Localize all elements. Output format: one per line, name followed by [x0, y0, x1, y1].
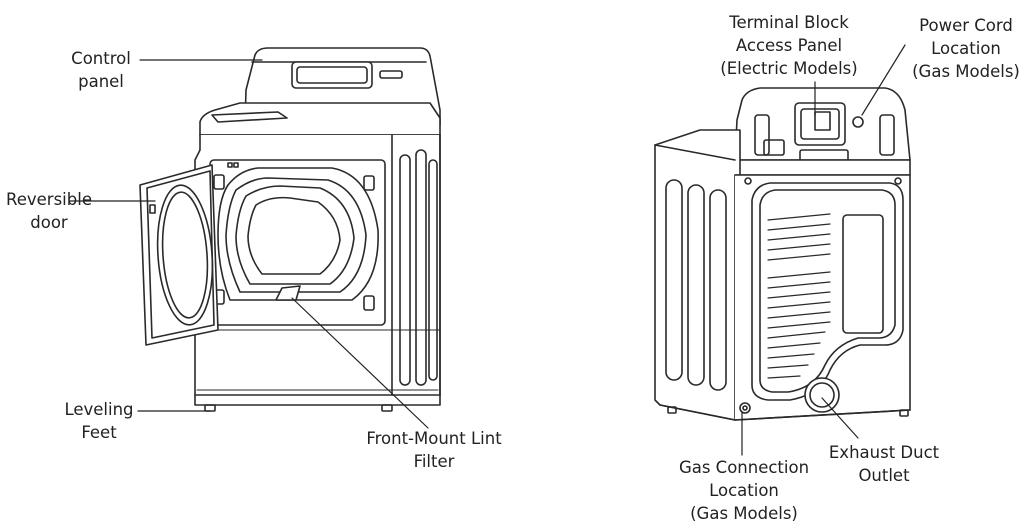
exhaust-duct-label: Exhaust Duct Outlet [828, 443, 940, 485]
exhaust-duct-leader [821, 397, 859, 439]
terminal-block-label: Terminal Block Access Panel (Electric Mo… [720, 13, 858, 78]
power-cord-leader [861, 44, 906, 116]
leveling-feet-label: Leveling Feet [64, 400, 134, 442]
control-panel-label: Control panel [71, 49, 131, 91]
callout-lines [69, 44, 906, 456]
lint-filter-leader [291, 297, 429, 429]
power-cord-label: Power Cord Location (Gas Models) [912, 16, 1020, 81]
rear-dryer-illustration [654, 87, 911, 421]
reversible-door-label: Reversible door [6, 190, 92, 232]
gas-connection-label: Gas Connection Location (Gas Models) [678, 458, 810, 523]
lint-filter-label: Front-Mount Lint Filter [366, 429, 502, 471]
front-dryer-illustration [139, 47, 441, 412]
